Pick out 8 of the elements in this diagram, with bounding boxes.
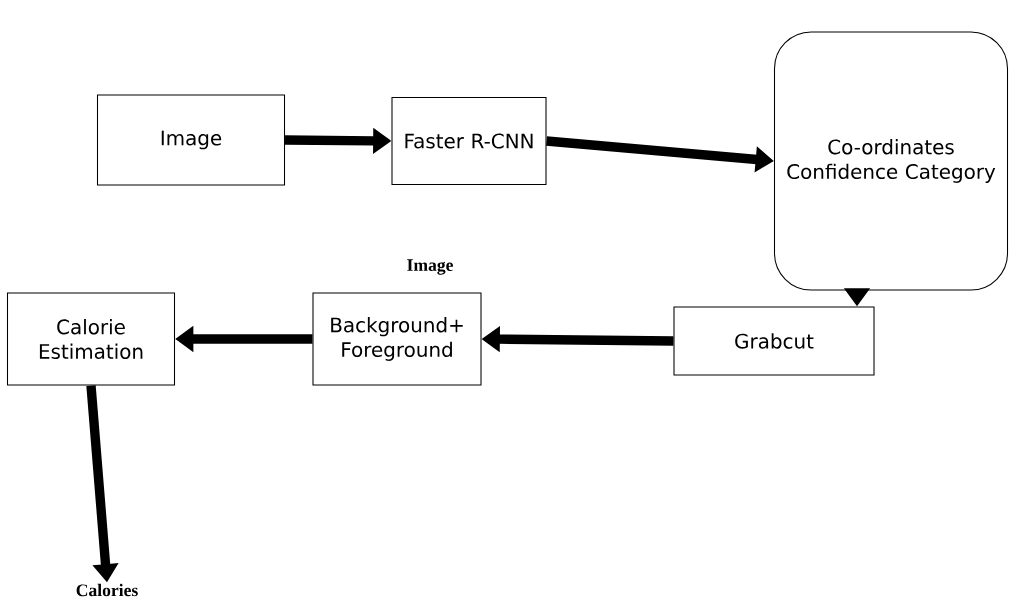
- process-box: Background+ Foreground: [312, 292, 482, 386]
- rounded-box: Co-ordinates Confidence Category: [773, 31, 1009, 291]
- process-box: Grabcut: [673, 306, 875, 376]
- process-box: Image: [96, 94, 286, 186]
- beside-label: Image: [407, 259, 453, 275]
- process-box: Faster R-CNN: [391, 96, 547, 186]
- process-box: Calorie Estimation: [6, 292, 176, 386]
- output-label: Calories: [76, 583, 138, 597]
